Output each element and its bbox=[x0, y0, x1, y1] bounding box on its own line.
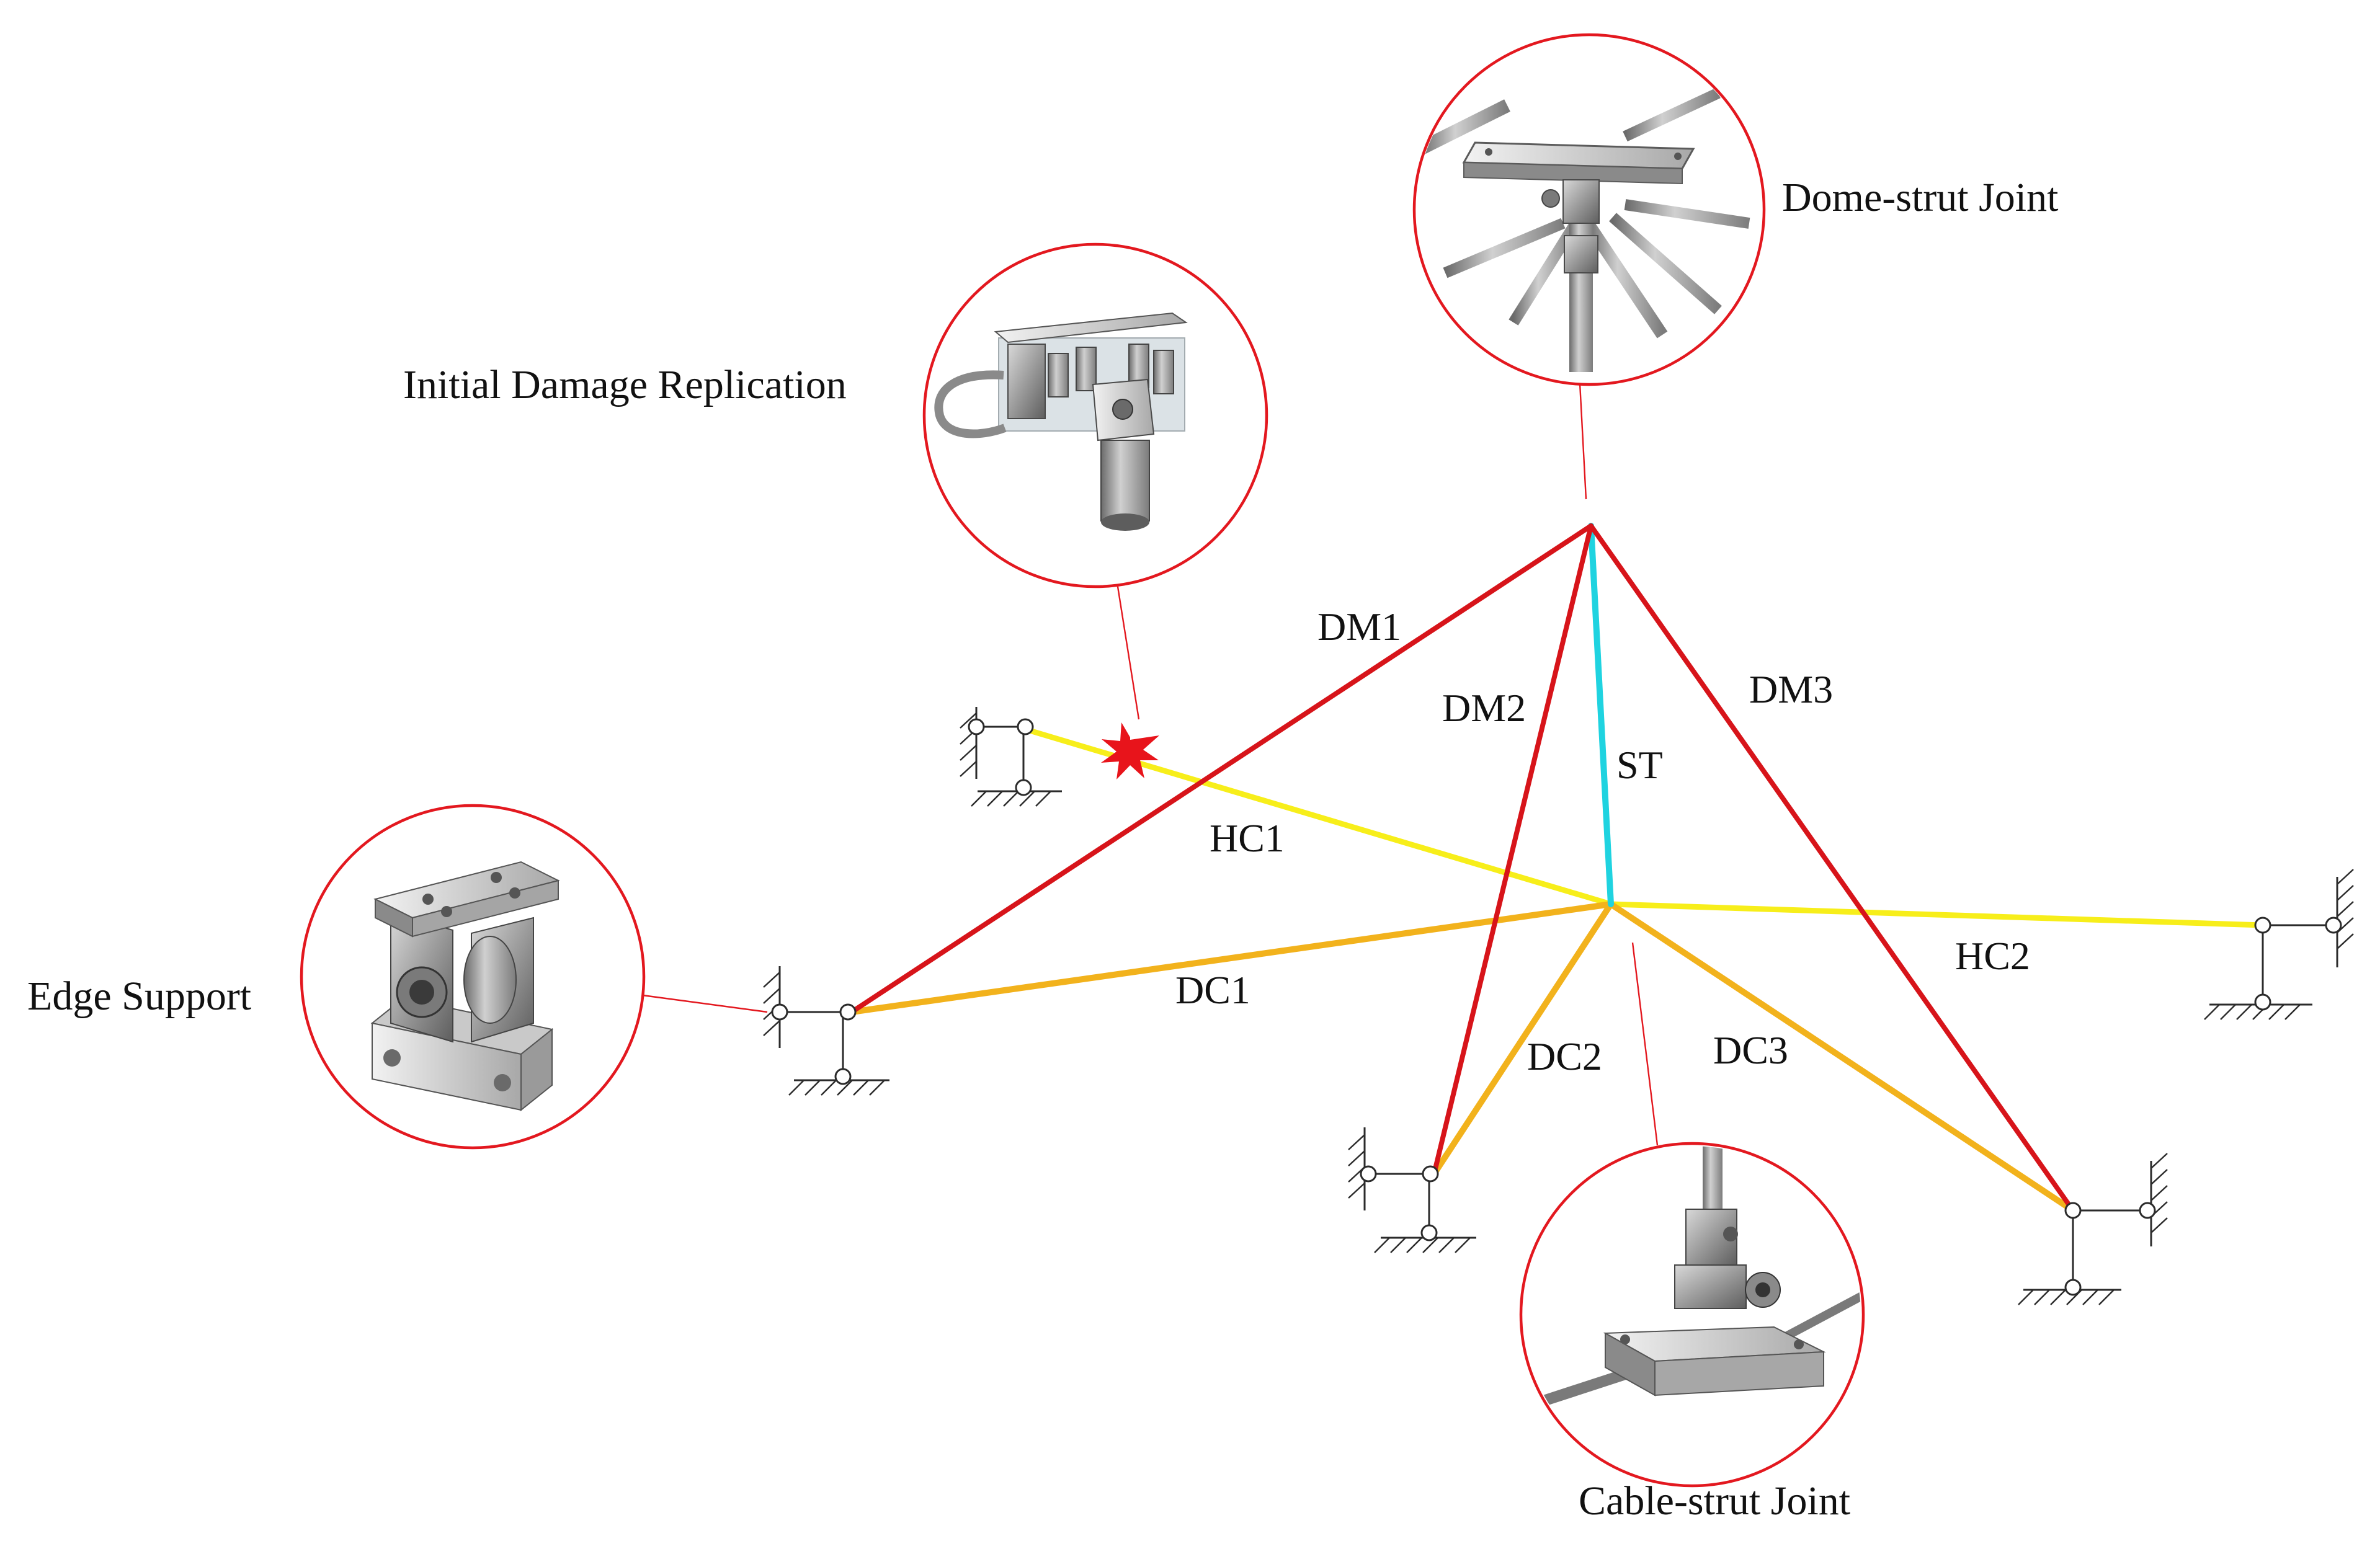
dome-strut-joint-label: Dome-strut Joint bbox=[1782, 175, 2058, 220]
support-a bbox=[960, 707, 1062, 807]
hc2-line bbox=[1608, 901, 2266, 928]
leader-dome bbox=[1579, 383, 1587, 500]
structure-members bbox=[849, 523, 2266, 1214]
st-line bbox=[1588, 523, 1614, 907]
damage-star-icon bbox=[1101, 722, 1159, 779]
callout-edge-support: Edge Support bbox=[27, 804, 646, 1150]
dc2-line bbox=[1431, 901, 1614, 1177]
callout-cable-strut-joint: Cable-strut Joint bbox=[1519, 1142, 1865, 1524]
leader-edge bbox=[642, 994, 768, 1013]
leader-cable bbox=[1631, 942, 1659, 1146]
cable-strut-joint-label: Cable-strut Joint bbox=[1579, 1478, 1850, 1524]
label-hc1: HC1 bbox=[1210, 816, 1285, 860]
label-dm1: DM1 bbox=[1317, 605, 1401, 649]
dome-joint-render bbox=[1417, 87, 1750, 372]
label-dc2: DC2 bbox=[1527, 1034, 1602, 1078]
damage-device-render bbox=[934, 312, 1188, 531]
edge-support-label: Edge Support bbox=[27, 974, 251, 1019]
callout-initial-damage-replication: Initial Damage Replication bbox=[403, 242, 1268, 588]
cable-joint-render bbox=[1530, 1146, 1861, 1410]
support-d bbox=[2018, 1153, 2168, 1305]
label-dm3: DM3 bbox=[1749, 667, 1833, 711]
dc1-line bbox=[849, 901, 1614, 1015]
initial-damage-replication-label: Initial Damage Replication bbox=[403, 362, 847, 407]
support-b bbox=[763, 966, 889, 1096]
label-st: ST bbox=[1616, 743, 1663, 787]
label-dc1: DC1 bbox=[1175, 968, 1250, 1012]
member-labels: DM1 DM2 DM3 ST HC1 HC2 DC1 DC2 DC3 bbox=[1175, 605, 2030, 1078]
dm3-line bbox=[1589, 523, 2075, 1213]
label-dm2: DM2 bbox=[1442, 686, 1526, 730]
leader-damage bbox=[1116, 586, 1140, 720]
support-e bbox=[2204, 869, 2354, 1020]
label-hc2: HC2 bbox=[1955, 934, 2030, 978]
callout-dome-strut-joint: Dome-strut Joint bbox=[1412, 33, 2058, 386]
dm2-line bbox=[1432, 523, 1593, 1176]
dc3-line bbox=[1608, 901, 2076, 1214]
dm1-line bbox=[849, 523, 1593, 1015]
support-c bbox=[1348, 1127, 1476, 1253]
label-dc3: DC3 bbox=[1713, 1028, 1788, 1072]
edge-support-render bbox=[370, 861, 560, 1112]
